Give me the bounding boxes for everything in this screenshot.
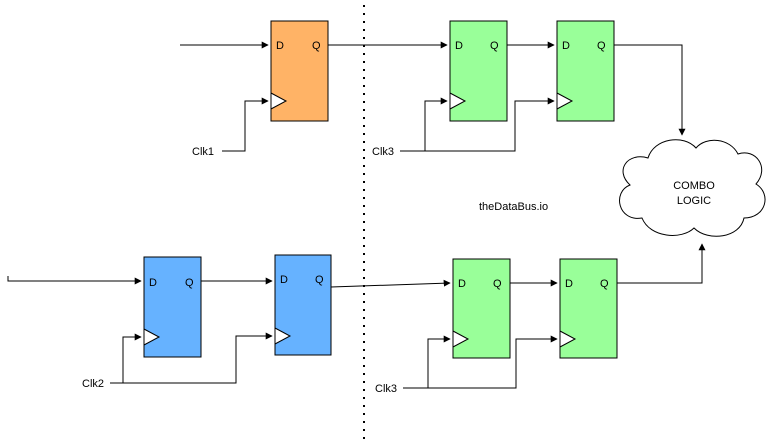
clock-triangle-icon <box>274 327 292 345</box>
combo-logic-line2: LOGIC <box>677 195 711 207</box>
clock-triangle-icon <box>270 92 288 110</box>
flip-flop-orange: D Q <box>270 20 329 122</box>
flip-flop-green-2: D Q <box>556 20 615 122</box>
pin-d-label: D <box>562 40 570 52</box>
wire-ff7-combo <box>617 243 706 284</box>
combo-logic-cloud: COMBO LOGIC <box>619 139 766 237</box>
clk2-branch-wire <box>122 333 142 383</box>
combo-logic-line1: COMBO <box>673 180 715 192</box>
pin-q-label: Q <box>600 278 609 290</box>
flip-flop-green-3: D Q <box>452 258 511 359</box>
clk3-bottom-branch-wire <box>427 335 451 388</box>
clock-triangle-icon <box>452 330 470 348</box>
wire-ff3-combo <box>614 44 686 136</box>
pin-d-label: D <box>565 278 573 290</box>
clk2-label: Clk2 <box>82 378 104 390</box>
pin-d-label: D <box>458 278 466 290</box>
pin-q-label: Q <box>312 40 321 52</box>
clk3-top-branch-wire <box>424 97 448 151</box>
clock-triangle-icon <box>449 92 467 110</box>
flip-flop-green-1: D Q <box>449 20 508 122</box>
wire-ff5-ff6 <box>330 279 451 288</box>
clock-triangle-icon <box>143 328 161 346</box>
flip-flop-blue-2: D Q <box>274 254 332 356</box>
watermark-text: theDataBus.io <box>479 201 548 213</box>
clk2-wire <box>110 332 273 384</box>
clk3-top-wire <box>400 97 555 152</box>
clk3-bottom-label: Clk3 <box>375 383 397 395</box>
clk3-bottom-wire <box>403 335 558 389</box>
pin-d-label: D <box>276 40 284 52</box>
pin-q-label: Q <box>315 274 324 286</box>
clk1-wire <box>222 97 269 152</box>
pin-q-label: Q <box>490 40 499 52</box>
clk3-top-label: Clk3 <box>372 146 394 158</box>
pin-q-label: Q <box>597 40 606 52</box>
pin-d-label: D <box>149 277 157 289</box>
clk1-label: Clk1 <box>192 146 214 158</box>
pin-d-label: D <box>280 274 288 286</box>
pin-d-label: D <box>455 40 463 52</box>
clock-triangle-icon <box>556 92 574 110</box>
pin-q-label: Q <box>493 278 502 290</box>
flip-flop-green-4: D Q <box>559 258 618 359</box>
bottom-input-wire <box>7 276 142 285</box>
clock-triangle-icon <box>559 330 577 348</box>
flip-flop-blue-1: D Q <box>143 256 202 358</box>
pin-q-label: Q <box>185 277 194 289</box>
